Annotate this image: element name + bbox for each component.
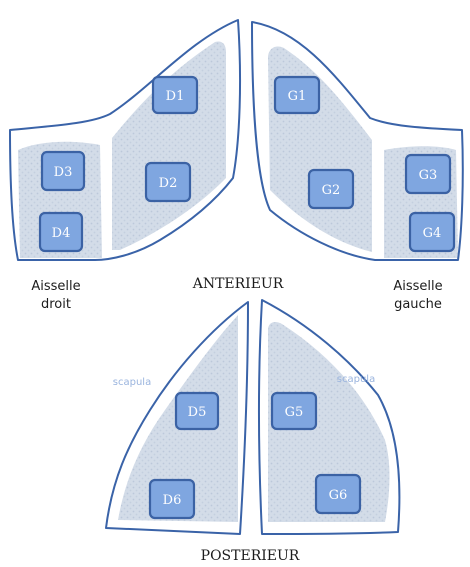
right-axilla-label-line1: Aisselle xyxy=(31,279,80,294)
anterior-title: ANTERIEUR xyxy=(192,276,284,292)
zone-D4-label: D4 xyxy=(52,226,71,241)
zone-G1-label: G1 xyxy=(288,89,307,104)
zone-G6-label: G6 xyxy=(329,488,348,503)
zone-D5: D5 xyxy=(176,393,218,429)
zone-D1-label: D1 xyxy=(166,89,185,104)
posterior-view: scapula scapula D5 D6 G5 G6 POSTERIEUR xyxy=(106,300,399,564)
zone-D6-label: D6 xyxy=(163,493,182,508)
zone-G3-label: G3 xyxy=(419,168,438,183)
zone-G2: G2 xyxy=(309,170,353,208)
left-axilla-label-line2: gauche xyxy=(394,297,442,312)
zone-G5: G5 xyxy=(272,393,316,429)
right-axilla-label-line2: droit xyxy=(41,297,71,312)
zone-G5-label: G5 xyxy=(285,405,304,420)
zone-D2-label: D2 xyxy=(159,176,178,191)
zone-D3-label: D3 xyxy=(54,165,73,180)
zone-G1: G1 xyxy=(275,77,319,113)
zone-D3: D3 xyxy=(42,152,84,190)
right-anterior-region xyxy=(112,41,226,250)
zone-G4: G4 xyxy=(410,213,454,251)
zone-G6: G6 xyxy=(316,475,360,513)
zone-G3: G3 xyxy=(406,155,450,193)
zone-D2: D2 xyxy=(146,163,190,201)
zone-D1: D1 xyxy=(153,77,197,113)
left-axilla-label-line1: Aisselle xyxy=(393,279,442,294)
zone-G2-label: G2 xyxy=(322,183,341,198)
left-scapula-label: scapula xyxy=(337,374,375,385)
zone-D4: D4 xyxy=(40,213,82,251)
zone-G4-label: G4 xyxy=(423,226,442,241)
right-scapula-label: scapula xyxy=(113,377,151,388)
zone-D6: D6 xyxy=(150,480,194,518)
posterior-title: POSTERIEUR xyxy=(201,548,300,564)
anterior-view: D1 D2 D3 D4 G1 G2 G3 G4 Aisse xyxy=(10,20,463,312)
zone-D5-label: D5 xyxy=(188,405,207,420)
